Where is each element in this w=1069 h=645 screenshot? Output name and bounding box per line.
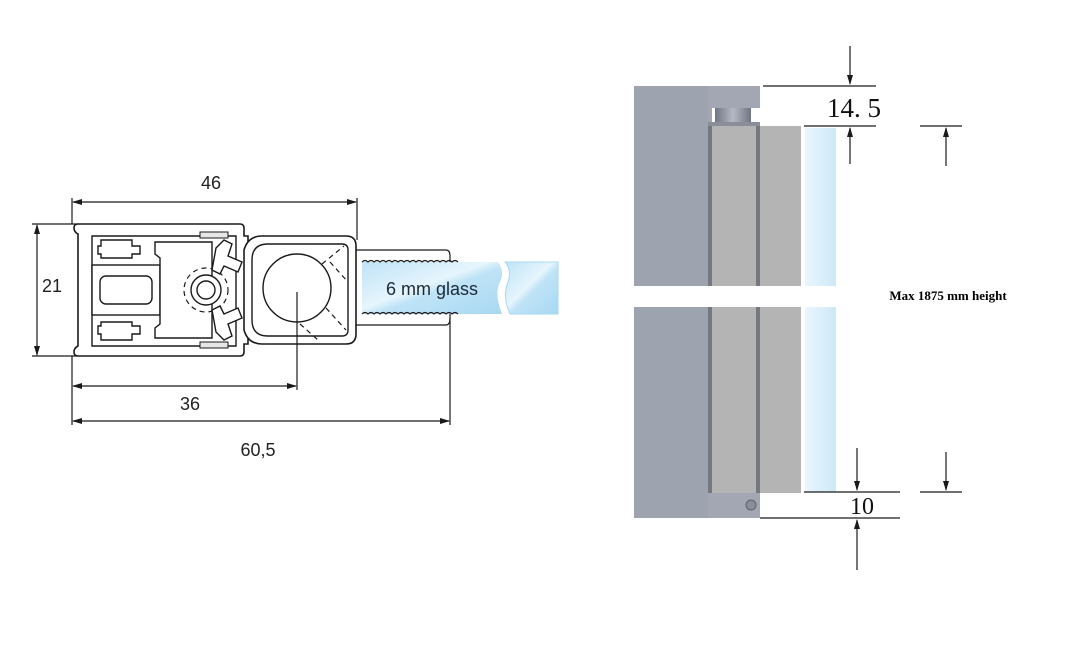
dimension-max-height: Max 1875 mm height — [889, 125, 1007, 493]
glass-pane: 6 mm glass — [362, 261, 559, 315]
door-profile-top — [712, 126, 756, 286]
wall-profile-bottom — [634, 307, 708, 518]
door-profile-bottom — [712, 307, 756, 493]
dimension-14-5-label: 14. 5 — [827, 93, 881, 123]
dimension-60-5: 60,5 — [72, 318, 451, 460]
glass-gasket — [352, 249, 459, 326]
dimension-46-label: 46 — [201, 173, 221, 193]
dimension-21: 21 — [32, 223, 78, 357]
max-height-note: Max 1875 mm height — [889, 288, 1007, 303]
aluminium-profile — [73, 223, 249, 357]
dimension-14-5: 14. 5 — [763, 46, 881, 164]
top-bracket — [708, 86, 760, 108]
dimension-10: 10 — [760, 448, 900, 570]
dimension-60-5-label: 60,5 — [240, 440, 275, 460]
cross-section-drawing: 46 21 6 mm glass — [32, 173, 559, 460]
dimension-36: 36 — [71, 292, 298, 425]
glass-top — [805, 128, 836, 286]
dimension-10-label: 10 — [850, 494, 874, 520]
pivot-roller — [715, 108, 751, 122]
dimension-36-label: 36 — [180, 394, 200, 414]
glass-clamp — [243, 235, 357, 345]
lower-section — [634, 307, 836, 518]
dimension-21-label: 21 — [42, 276, 62, 296]
wall-profile-top — [634, 86, 708, 286]
side-view-drawing: 14. 5 Max 1875 mm height 10 — [634, 46, 1007, 570]
screw-icon — [745, 499, 757, 511]
glass-bottom — [805, 307, 836, 492]
upper-section — [634, 86, 836, 286]
dimension-46: 46 — [71, 173, 358, 240]
glass-label: 6 mm glass — [386, 279, 478, 299]
